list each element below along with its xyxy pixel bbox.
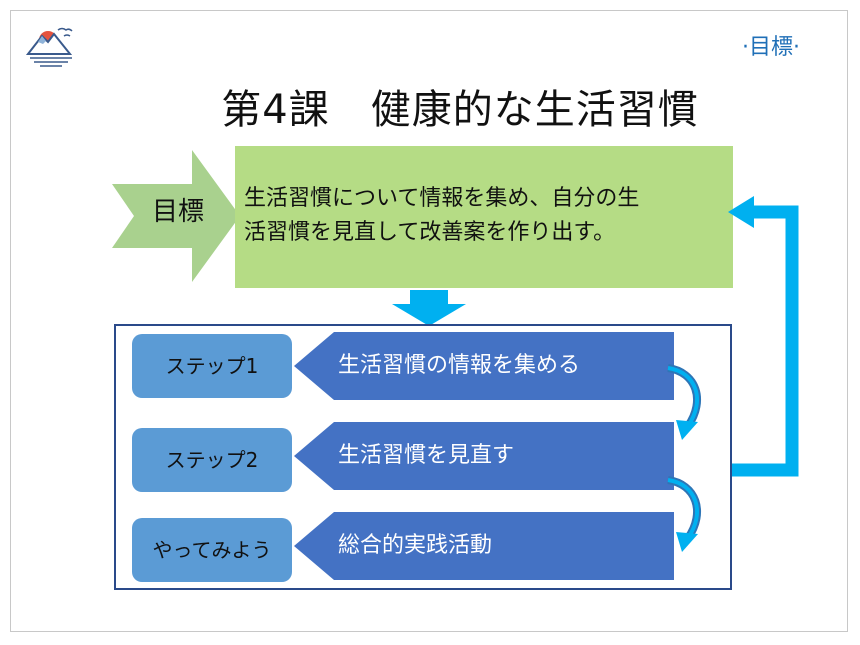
slide-frame bbox=[10, 10, 848, 632]
goal-label: 目標 bbox=[151, 197, 204, 227]
step-arrow-2 bbox=[294, 422, 674, 490]
step-text-2: 生活習慣を見直す bbox=[338, 443, 515, 468]
goal-box bbox=[235, 146, 733, 288]
step-arrow-3 bbox=[294, 512, 674, 580]
mountain-logo-icon bbox=[25, 27, 73, 67]
step-label-1: ステップ1 bbox=[132, 334, 292, 398]
step-text-1: 生活習慣の情報を集める bbox=[338, 353, 581, 378]
page-title: 第4課 健康的な生活習慣 bbox=[221, 87, 699, 133]
step-text-3: 総合的実践活動 bbox=[338, 533, 493, 558]
step-arrow-1 bbox=[294, 332, 674, 400]
corner-tag: ·目標· bbox=[742, 35, 800, 60]
step-label-3: やってみよう bbox=[132, 518, 292, 582]
step-label-2: ステップ2 bbox=[132, 428, 292, 492]
goal-text: 生活習慣について情報を集め、自分の生 活習慣を見直して改善案を作り出す。 bbox=[244, 186, 640, 245]
curved-arrow-icon-2 bbox=[667, 476, 701, 552]
down-arrow-icon bbox=[392, 290, 466, 326]
goal-chevron-icon bbox=[112, 150, 240, 282]
curved-arrow-icon-1 bbox=[667, 364, 701, 440]
loop-arrow-icon bbox=[728, 196, 799, 477]
